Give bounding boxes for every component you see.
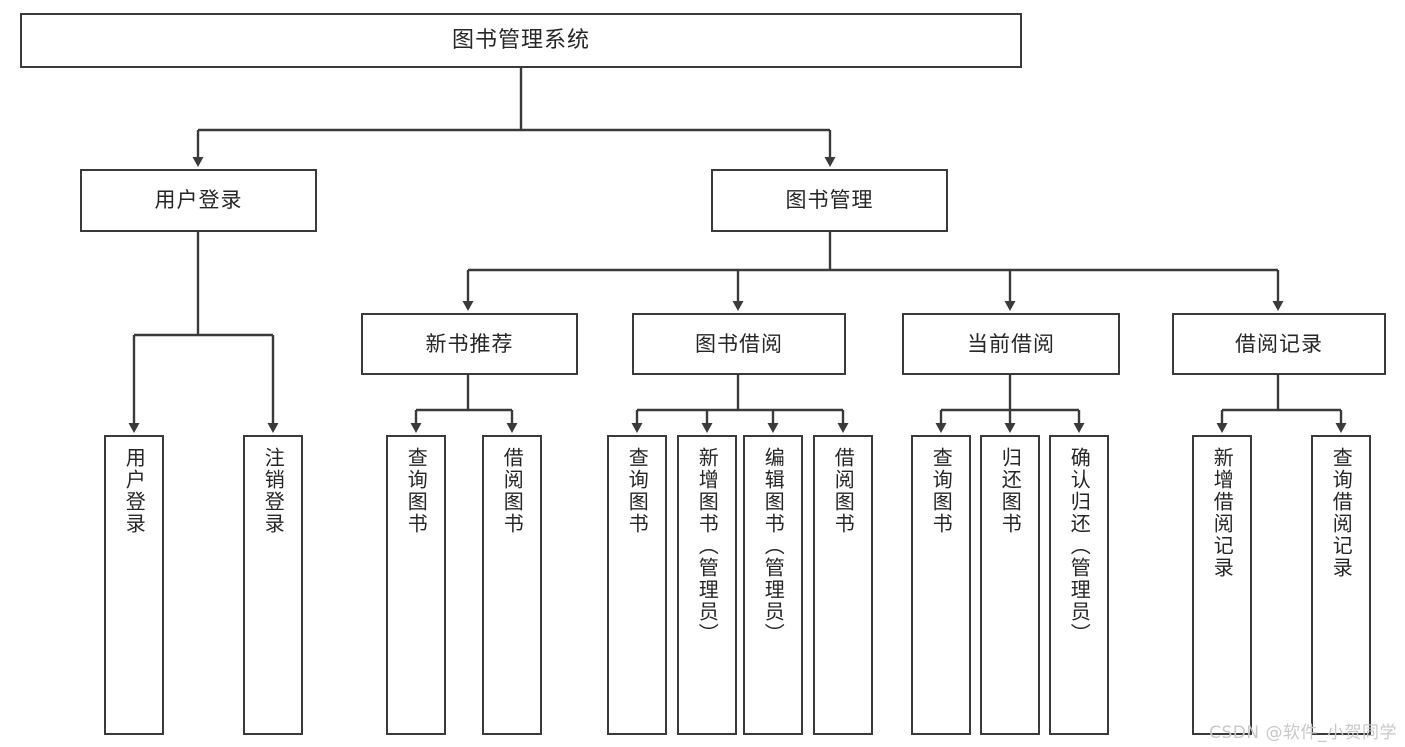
node-label: 借阅图书 [500, 447, 525, 535]
node-label: 借阅图书 [831, 447, 856, 535]
leaf-record-query-record[interactable]: 查询借阅记录 [1311, 435, 1371, 735]
node-label: 注销登录 [261, 447, 286, 535]
node-label: 图书管理 [785, 188, 874, 213]
node-book-borrow[interactable]: 图书借阅 [632, 313, 846, 375]
node-label: 查询图书 [404, 447, 429, 535]
node-book-management[interactable]: 图书管理 [711, 169, 948, 232]
leaf-borrow-query-book[interactable]: 查询图书 [607, 435, 667, 735]
leaf-borrow-edit-book-admin[interactable]: 编辑图书（管理员） [743, 435, 803, 735]
node-label: 用户登录 [154, 188, 243, 213]
node-label: 查询借阅记录 [1329, 447, 1354, 579]
leaf-borrow-add-book-admin[interactable]: 新增图书（管理员） [677, 435, 737, 735]
leaf-user-login-login[interactable]: 用户登录 [104, 435, 164, 735]
node-label: 查询图书 [929, 447, 954, 535]
node-user-login[interactable]: 用户登录 [80, 169, 317, 232]
leaf-borrow-borrow-book[interactable]: 借阅图书 [813, 435, 873, 735]
node-label: 归还图书 [998, 447, 1023, 535]
node-label: 当前借阅 [967, 331, 1055, 356]
node-label: 图书借阅 [695, 331, 783, 356]
node-label: 用户登录 [122, 447, 147, 535]
leaf-record-add-record[interactable]: 新增借阅记录 [1192, 435, 1252, 735]
node-label: 借阅记录 [1235, 331, 1323, 356]
leaf-current-return-book[interactable]: 归还图书 [980, 435, 1040, 735]
leaf-user-login-logout[interactable]: 注销登录 [243, 435, 303, 735]
watermark: CSDN @软件_小贺同学 [1209, 723, 1397, 743]
node-root-system[interactable]: 图书管理系统 [20, 13, 1022, 68]
node-label: 新书推荐 [425, 331, 514, 356]
leaf-recommend-borrow-book[interactable]: 借阅图书 [482, 435, 542, 735]
node-label: 确认归还（管理员） [1067, 447, 1092, 645]
node-new-book-recommend[interactable]: 新书推荐 [361, 313, 578, 375]
node-borrow-record[interactable]: 借阅记录 [1172, 313, 1386, 375]
node-label: 编辑图书（管理员） [761, 447, 786, 645]
node-label: 查询图书 [625, 447, 650, 535]
node-current-borrow[interactable]: 当前借阅 [902, 313, 1120, 375]
leaf-current-confirm-return-admin[interactable]: 确认归还（管理员） [1049, 435, 1109, 735]
node-label: 新增借阅记录 [1210, 447, 1235, 579]
leaf-current-query-book[interactable]: 查询图书 [911, 435, 971, 735]
leaf-recommend-query-book[interactable]: 查询图书 [386, 435, 446, 735]
node-label: 图书管理系统 [451, 27, 590, 53]
node-label: 新增图书（管理员） [695, 447, 720, 645]
